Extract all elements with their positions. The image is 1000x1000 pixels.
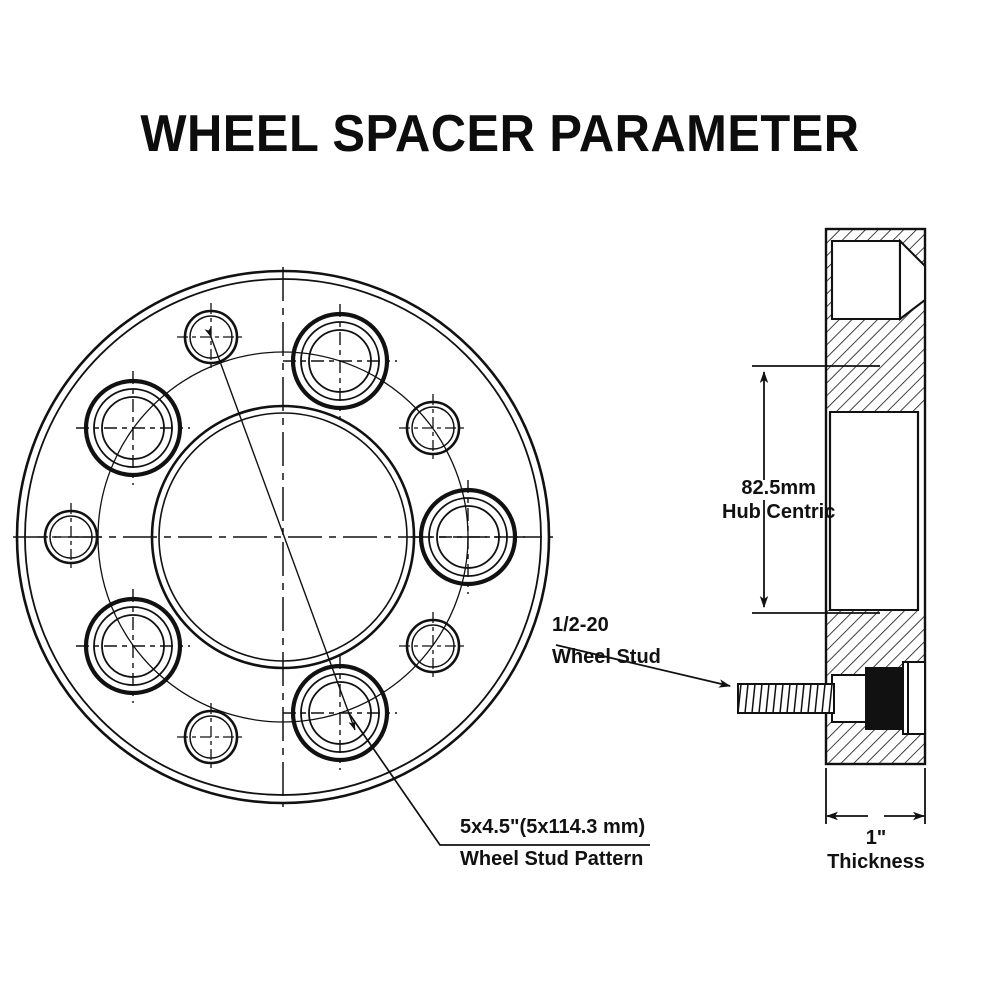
stud-pattern-label: Wheel Stud Pattern [460, 847, 644, 870]
wheel-stud-section [831, 661, 926, 735]
stud-hole-2 [283, 304, 397, 418]
page-title: WHEEL SPACER PARAMETER [140, 105, 860, 163]
stud-hole-4 [76, 589, 190, 703]
stud-pattern-diameter-leader [204, 326, 356, 731]
stud-pattern-leader [347, 711, 650, 846]
hub-centric-bore-section [828, 410, 920, 612]
spacer-outer-edge [15, 269, 551, 805]
plain-hole-1 [399, 394, 467, 462]
wheel-stud-leader [555, 644, 731, 688]
spacer-outer-edge-inner [24, 278, 542, 796]
wheel-stud-label: Wheel Stud [552, 645, 661, 668]
thickness-value: 1" [865, 827, 887, 849]
stud-pattern-callout: 5x4.5"(5x114.3 mm) Wheel Stud Pattern [460, 816, 645, 871]
stud-pattern-value: 5x4.5"(5x114.3 mm) [460, 816, 646, 838]
wheel-stud-callout: 1/2-20 Wheel Stud [552, 614, 661, 669]
hub-bore-step-top [898, 238, 927, 322]
hub-centric-dimension [752, 365, 880, 614]
hub-centric-callout: 82.5mm Hub Centric [722, 477, 835, 524]
thickness-label: Thickness [827, 850, 925, 873]
hub-centric-pocket-top [830, 239, 902, 321]
stud-hole-3 [76, 371, 190, 485]
hub-centric-label: Hub Centric [722, 500, 836, 523]
thickness-callout: 1" Thickness [826, 827, 926, 874]
thickness-dimension [825, 768, 926, 824]
wheel-stud-thread [737, 683, 835, 714]
front-view-group [13, 267, 650, 846]
wheel-stud-value: 1/2-20 [552, 614, 609, 636]
plain-hole-3 [37, 503, 105, 571]
section-view-group [555, 227, 927, 824]
plain-hole-4 [177, 703, 245, 771]
hub-centric-value: 82.5mm [741, 477, 816, 499]
stud-hole-5 [283, 656, 397, 770]
stud-hole-1 [411, 480, 525, 594]
plain-hole-5 [399, 612, 467, 680]
